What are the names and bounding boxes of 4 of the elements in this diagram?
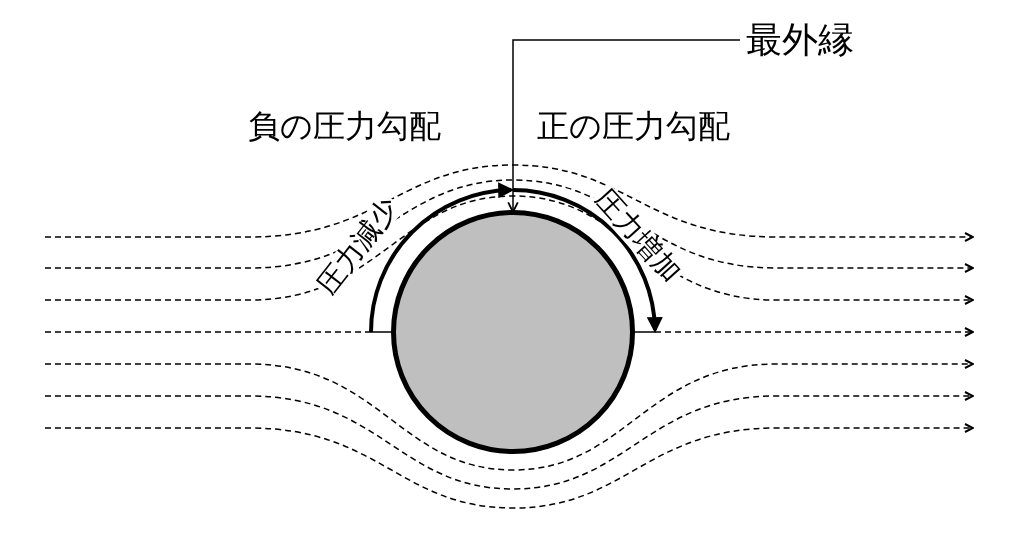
region-label: 正の圧力勾配 <box>537 110 730 142</box>
region-label: 負の圧力勾配 <box>248 110 441 142</box>
leader-line <box>507 39 741 213</box>
callout-label: 最外縁 <box>746 22 854 58</box>
